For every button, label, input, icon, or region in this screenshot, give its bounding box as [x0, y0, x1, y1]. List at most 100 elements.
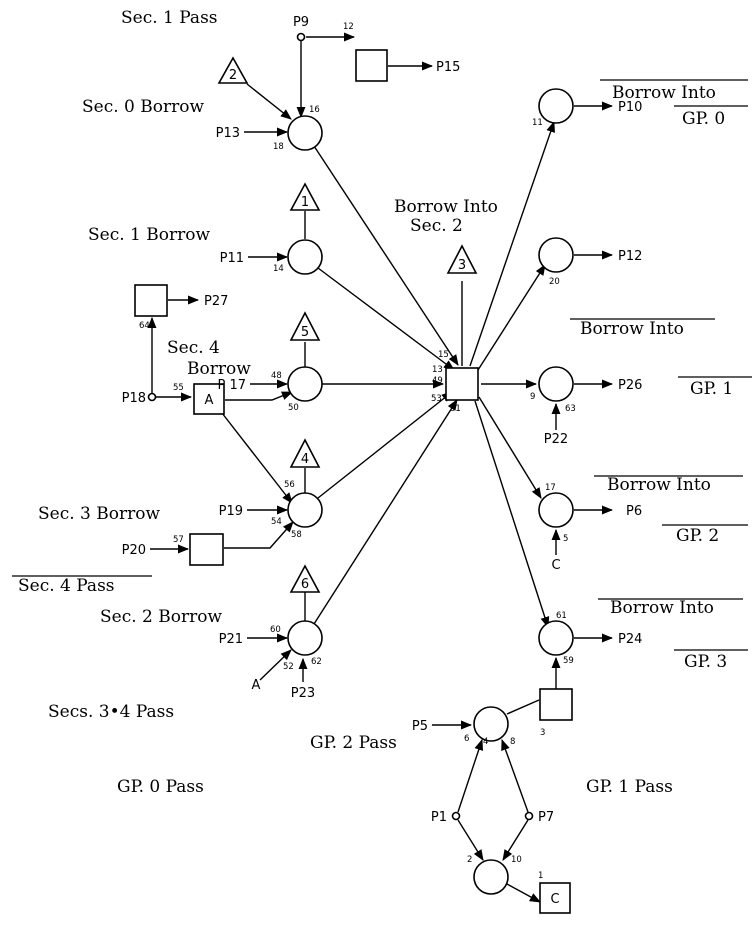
- num-62: 62: [311, 657, 322, 667]
- edge-node-to-boxC: [506, 883, 541, 903]
- label-sec3-borrow: Sec. 3 Borrow: [38, 504, 160, 524]
- edge-hub-to-node61: [474, 400, 550, 629]
- edge-node14-to-hub: [317, 267, 455, 371]
- label-p11: P11: [220, 251, 244, 266]
- box-57: [189, 533, 224, 566]
- label-sec1-borrow: Sec. 1 Borrow: [88, 225, 210, 245]
- label-p27: P27: [204, 294, 228, 309]
- edge-hub-to-node17: [478, 396, 542, 499]
- num-20: 20: [549, 277, 560, 287]
- triangle-6: [289, 564, 321, 593]
- num-61: 61: [556, 611, 567, 621]
- label-borrow-into-sec2-b: Sec. 2: [410, 216, 463, 236]
- num-15: 15: [438, 350, 449, 360]
- label-gp1: GP. 1: [690, 379, 733, 399]
- label-p21: P21: [219, 632, 243, 647]
- label-gp0-pass: GP. 0 Pass: [117, 777, 204, 797]
- section-labels: Sec. 1 Pass Sec. 0 Borrow Sec. 1 Borrow …: [18, 8, 733, 797]
- edge-node18-to-hub: [313, 145, 459, 366]
- label-sec2-borrow: Sec. 2 Borrow: [100, 607, 222, 627]
- box-c: [539, 882, 571, 914]
- label-sec4-pass: Sec. 4 Pass: [18, 576, 115, 596]
- num-4: 4: [483, 737, 488, 747]
- label-rules: [12, 79, 752, 651]
- num-63: 63: [565, 404, 576, 414]
- place-p9: [296, 32, 306, 42]
- edge-p7-to-node8: [501, 738, 529, 813]
- num-9: 9: [530, 392, 535, 402]
- node-gp2-borrow: [538, 492, 574, 528]
- node-bottom: [473, 859, 509, 895]
- label-sec4-borrow-b: Borrow: [187, 359, 251, 379]
- node-gp1-borrow: [538, 366, 574, 402]
- label-borrow-into-4: Borrow Into: [610, 598, 714, 618]
- edge-box57-to-node58: [224, 521, 294, 549]
- tri1-label: 1: [301, 195, 309, 210]
- num-10: 10: [511, 855, 522, 865]
- box-a: [193, 383, 225, 415]
- label-gp2: GP. 2: [676, 526, 719, 546]
- num-17: 17: [545, 483, 556, 493]
- label-secs34-pass: Secs. 3•4 Pass: [48, 702, 174, 722]
- num-2: 2: [467, 855, 472, 865]
- num-3: 3: [540, 728, 545, 738]
- label-gp1-pass: GP. 1 Pass: [586, 777, 673, 797]
- num-48: 48: [271, 371, 282, 381]
- edge-p7-to-node10: [502, 819, 529, 861]
- tri5-label: 5: [301, 325, 309, 340]
- symbol-labels: 2 1 5 4 6 3 A C A C: [205, 68, 561, 907]
- num-54: 54: [271, 517, 282, 527]
- node-sec3-borrow: [287, 492, 323, 528]
- tri3-label: 3: [458, 258, 466, 273]
- num-49: 49: [432, 376, 443, 386]
- hub-box: [445, 367, 479, 401]
- tri4-label: 4: [301, 452, 309, 467]
- nodes: [134, 32, 574, 914]
- tri6-label: 6: [301, 577, 309, 592]
- label-p24: P24: [618, 632, 642, 647]
- box-a-label: A: [205, 393, 214, 408]
- triangle-2: [217, 56, 249, 84]
- num-12: 12: [343, 22, 354, 32]
- node-sec0-borrow: [287, 115, 323, 151]
- place-labels: P9 P15 P13 P11 P27 P 17 P18 P19 P20 P21 …: [122, 15, 643, 825]
- num-51: 51: [450, 404, 461, 414]
- arc-numbers: 12 16 18 14 64 48 50 55 56 54 58 57 60 5…: [139, 22, 576, 881]
- label-p12: P12: [618, 249, 642, 264]
- label-p10: P10: [618, 100, 642, 115]
- num-53: 53: [431, 394, 442, 404]
- num-64: 64: [139, 321, 150, 331]
- num-50: 50: [288, 403, 299, 413]
- num-14: 14: [273, 264, 284, 274]
- node-sec2-borrow: [287, 620, 323, 656]
- tri2-label: 2: [229, 68, 237, 83]
- edge-boxA-to-node50: [225, 391, 294, 401]
- label-sec4-borrow-a: Sec. 4: [167, 338, 220, 358]
- label-p1: P1: [431, 810, 447, 825]
- label-gp2-pass: GP. 2 Pass: [310, 733, 397, 753]
- box-3: [539, 688, 573, 721]
- label-p15: P15: [436, 60, 460, 75]
- num-11: 11: [532, 118, 543, 128]
- num-59: 59: [563, 656, 574, 666]
- label-gp0: GP. 0: [682, 109, 725, 129]
- num-5: 5: [563, 534, 568, 544]
- num-18: 18: [273, 142, 284, 152]
- edge-node56-to-hub: [317, 391, 453, 499]
- num-60: 60: [270, 625, 281, 635]
- box-12: [355, 49, 388, 82]
- edges: [147, 32, 614, 903]
- label-borrow-into-sec2-a: Borrow Into: [394, 197, 498, 217]
- num-58: 58: [291, 530, 302, 540]
- box-c-label: C: [550, 892, 559, 907]
- num-56: 56: [284, 480, 295, 490]
- edge-a-to-node52: [259, 649, 292, 681]
- place-p18: [147, 392, 157, 402]
- place-p7: [524, 811, 534, 821]
- num-8: 8: [510, 737, 515, 747]
- num-52: 52: [283, 662, 294, 672]
- label-p6: P6: [626, 504, 642, 519]
- edge-hub-to-node11: [469, 120, 555, 367]
- label-p23: P23: [291, 686, 315, 701]
